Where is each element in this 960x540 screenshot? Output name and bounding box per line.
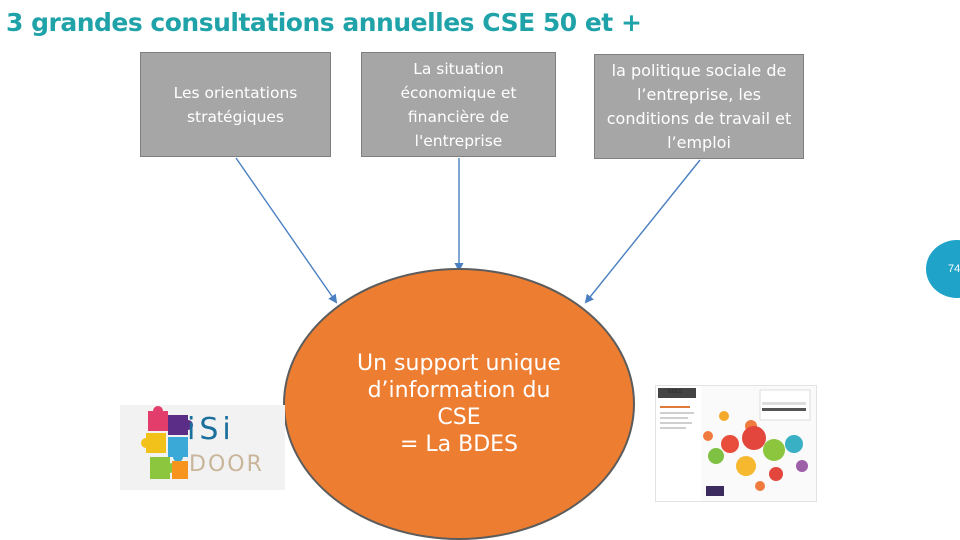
bdes-screenshot: BDES: [655, 385, 817, 502]
logo-line2: DOOR: [189, 452, 264, 477]
box-politique-label: la politique sociale de l’entreprise, le…: [606, 60, 792, 152]
center-label: Un support unique d’information du CSE =…: [357, 351, 561, 457]
bdes-illustration: [656, 386, 811, 501]
box-orientations-label: Les orientations stratégiques: [173, 83, 298, 126]
arrow-right: [584, 159, 701, 304]
box-orientations: Les orientations stratégiques: [140, 52, 331, 157]
logo-line1: iSi: [187, 412, 235, 447]
box-situation-label: La situation économique et financière de…: [400, 59, 517, 150]
page-number: 74: [948, 263, 960, 275]
arrow-left: [235, 157, 338, 304]
puzzle-icon: [141, 406, 193, 479]
bdes-screenshot-label: BDES: [668, 389, 682, 395]
center-ellipse: Un support unique d’information du CSE =…: [283, 268, 635, 540]
box-politique: la politique sociale de l’entreprise, le…: [594, 54, 804, 159]
box-situation: La situation économique et financière de…: [361, 52, 556, 157]
isi-door-logo: [120, 405, 285, 490]
slide-title: 3 grandes consultations annuelles CSE 50…: [6, 8, 642, 37]
